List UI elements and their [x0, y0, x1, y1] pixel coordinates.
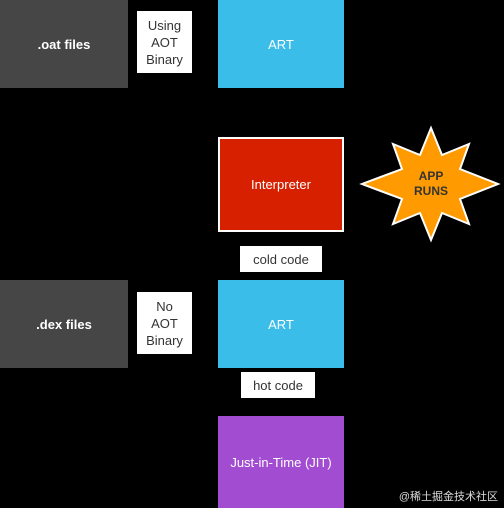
- using-aot-line2: AOT: [151, 34, 178, 50]
- using-aot-line1: Using: [147, 17, 182, 33]
- app-runs-line2: RUNS: [413, 184, 448, 198]
- interpreter-label: Interpreter: [251, 177, 311, 192]
- dex-files-label: .dex files: [36, 316, 92, 332]
- interpreter-node: Interpreter: [218, 137, 344, 232]
- art-bottom-node: ART: [218, 280, 344, 368]
- jit-node: Just-in-Time (JIT): [218, 416, 344, 508]
- art-top-node: ART: [218, 0, 344, 88]
- no-aot-line3: Binary: [146, 332, 183, 348]
- oat-files-label: .oat files: [37, 36, 91, 52]
- oat-files-node: .oat files: [0, 0, 128, 88]
- no-aot-line1: No: [156, 298, 173, 314]
- app-runs-text: APP RUNS: [401, 169, 461, 199]
- art-top-label: ART: [268, 36, 294, 52]
- using-aot-line3: Binary: [146, 51, 183, 67]
- watermark: @稀土掘金技术社区: [398, 491, 498, 503]
- app-runs-starburst: [359, 125, 501, 243]
- dex-files-node: .dex files: [0, 280, 128, 368]
- no-aot-line2: AOT: [151, 315, 178, 331]
- no-aot-binary-label: No AOT Binary: [137, 292, 192, 354]
- app-runs-line1: APP: [418, 169, 444, 183]
- art-bottom-label: ART: [268, 316, 294, 332]
- using-aot-binary-label: Using AOT Binary: [137, 11, 192, 73]
- hot-code-label: hot code: [241, 372, 315, 398]
- cold-code-label: cold code: [240, 246, 322, 272]
- jit-label: Just-in-Time (JIT): [230, 454, 332, 470]
